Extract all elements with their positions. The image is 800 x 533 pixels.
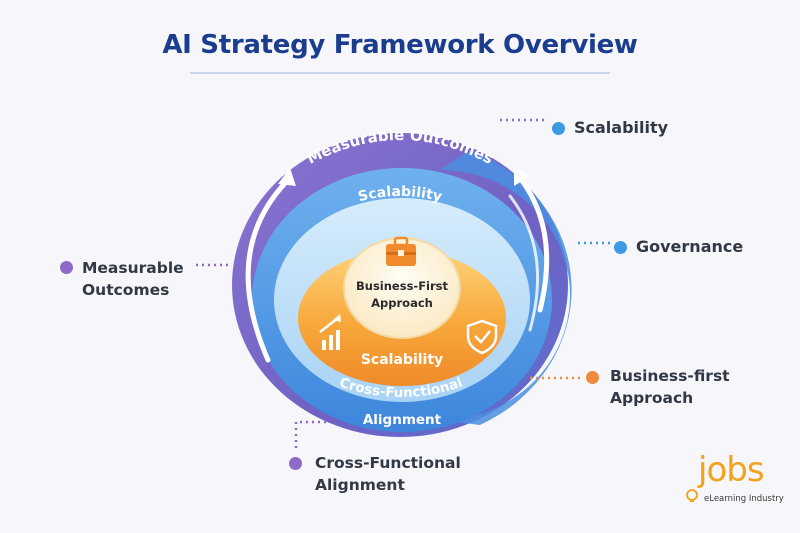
callout-label: Governance	[636, 237, 744, 256]
callout-dot	[586, 371, 599, 384]
right-flow-arrow	[517, 175, 550, 313]
page-title: AI Strategy Framework Overview	[162, 30, 638, 60]
callout-label-line1: Measurable	[82, 259, 184, 277]
callout-dot	[60, 261, 73, 274]
core-label-line1: Business-First	[356, 279, 449, 293]
briefcase-icon	[386, 236, 416, 266]
growth-chart-icon	[319, 314, 341, 350]
core-label-line2: Approach	[371, 296, 433, 310]
logo-wordmark: jobs	[698, 450, 765, 490]
shield-check-icon	[466, 319, 498, 355]
middle-ring-label: Scalability	[356, 184, 443, 205]
left-flow-arrow	[245, 177, 291, 363]
bottom-ring-label-line2: Alignment	[363, 412, 442, 428]
callout-label-line1: Cross-Functional	[315, 454, 461, 472]
connector-bottom-left	[294, 420, 326, 448]
callout-label: Scalability	[574, 118, 669, 137]
callout-dot	[614, 241, 627, 254]
callout-label-line2: Approach	[610, 389, 694, 407]
right-inner-flow-arrow	[508, 194, 539, 332]
brand-logo: jobs eLearning Industry	[676, 452, 786, 512]
orange-ring-label: Scalability	[361, 352, 443, 368]
lightbulb-logo-icon	[686, 489, 698, 502]
logo-subtitle: eLearning Industry	[704, 494, 784, 504]
title-underline	[190, 72, 610, 74]
callout-dot	[552, 122, 565, 135]
left-arrow-head	[278, 168, 296, 186]
callout-label-line1: Business-first	[610, 367, 730, 385]
callout-label-line2: Outcomes	[82, 281, 170, 299]
right-arrow-head	[514, 168, 530, 186]
callout-label-line2: Alignment	[315, 476, 405, 494]
callout-dot	[289, 457, 302, 470]
